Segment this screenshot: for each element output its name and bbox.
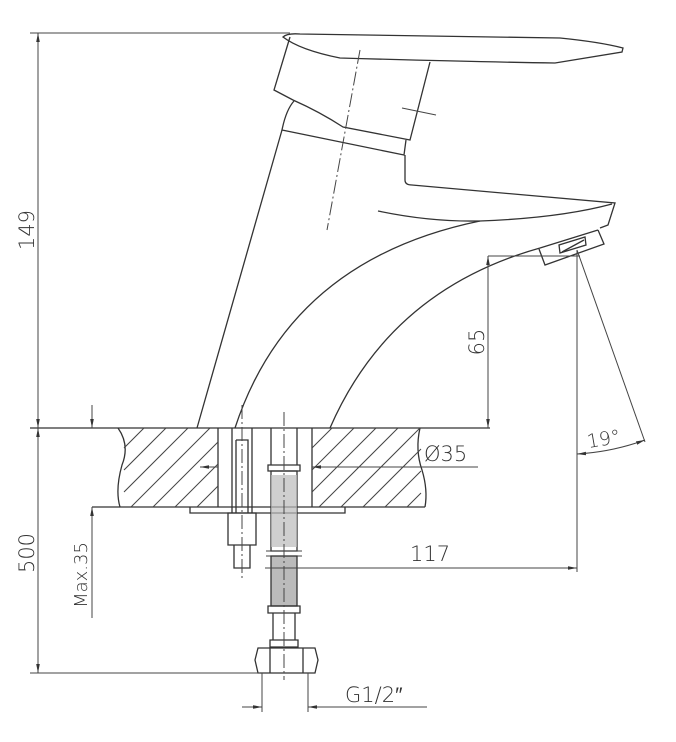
hose-length-label: 500 (15, 533, 39, 573)
hatch-line (311, 427, 377, 493)
hatch-line (130, 427, 211, 508)
hatch-line (174, 463, 219, 508)
thread-label: G1/2″ (345, 683, 403, 707)
hatch-line (123, 427, 145, 449)
dimension-lines (30, 32, 646, 712)
spout-clearance-label: 65 (465, 329, 489, 356)
hatch-line (123, 427, 167, 471)
max-thickness-label: Max.35 (71, 542, 92, 608)
dimension-labels: 149 500 Max.35 65 Ø35 117 19° G1/2″ (15, 210, 622, 707)
overall-height-label: 149 (15, 210, 39, 250)
countertop-section (30, 427, 490, 514)
hatch-line (196, 485, 219, 508)
flexible-hose (254, 412, 319, 680)
faucet-body (196, 33, 624, 429)
hatch-line (406, 492, 422, 508)
hatch-line (152, 441, 219, 508)
section-hatching (123, 427, 422, 508)
hatch-line (311, 427, 333, 449)
hatch-line (311, 427, 355, 471)
fixing-stud (227, 405, 257, 578)
spout-angle-label: 19° (585, 426, 622, 454)
hatch-line (384, 470, 422, 508)
hatch-line (362, 448, 422, 508)
spout-reach-label: 117 (410, 542, 450, 566)
hole-diameter-label: Ø35 (424, 442, 467, 466)
hatch-line (123, 427, 189, 493)
